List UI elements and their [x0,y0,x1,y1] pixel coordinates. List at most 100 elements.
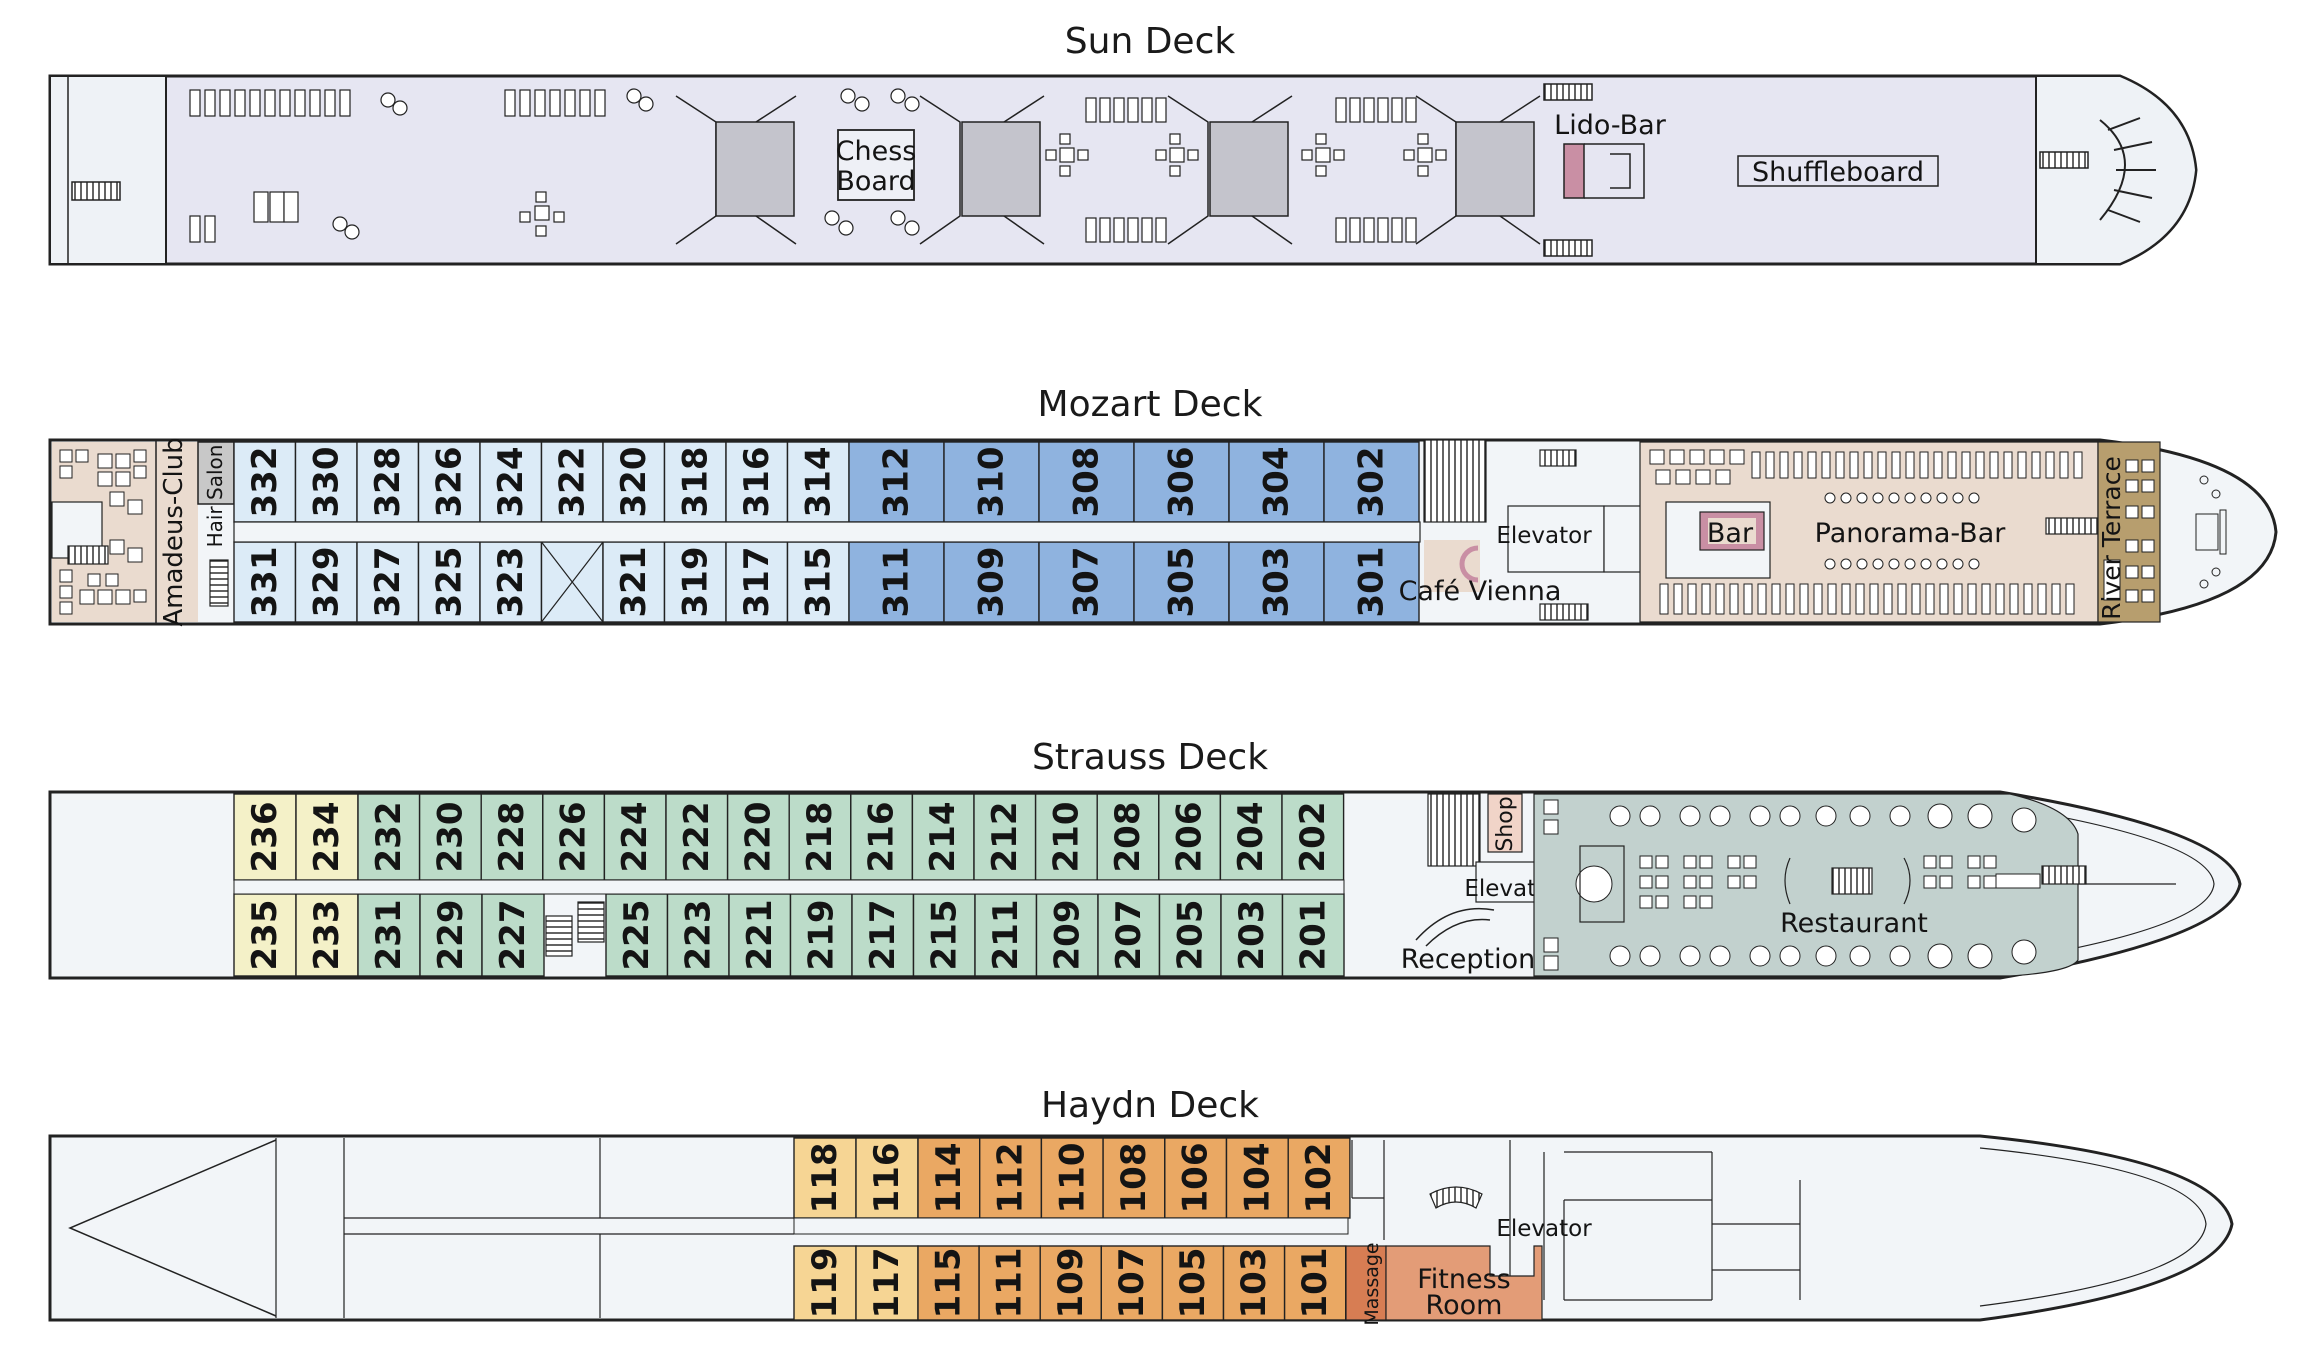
cabin-number-230: 230 [430,802,470,873]
haydn-deck-title: Haydn Deck [1040,1085,1260,1126]
restaurant-stairs [1831,867,1873,895]
cabin-110 [1040,1137,1104,1219]
cabin-106 [1164,1137,1228,1219]
cabin-number-329: 329 [306,547,346,618]
cafe-vienna-label: Café Vienna [1399,576,1562,607]
cabin-number-103: 103 [1234,1248,1274,1319]
strauss-bow-outline [1999,805,2215,963]
cabin-number-319: 319 [675,547,715,618]
cabin-number-235: 235 [245,900,285,971]
cabin-number-320: 320 [614,447,654,518]
cabin-number-221: 221 [740,900,780,971]
restaurant-buffet-curve [1784,857,1911,905]
river-terrace-tables [2103,459,2155,603]
cabin-number-231: 231 [369,900,409,971]
cabin-number-107: 107 [1112,1248,1152,1319]
cabin-105 [1161,1245,1225,1321]
cabin-number-324: 324 [491,447,531,518]
cabin-215 [912,893,976,977]
cabin-number-111: 111 [990,1248,1030,1319]
cabin-number-327: 327 [368,547,408,618]
cabin-number-205: 205 [1170,900,1210,971]
cabin-number-216: 216 [862,802,902,873]
cabin-number-305: 305 [1162,547,1202,618]
reception-label: Reception [1401,944,1535,975]
cabin-number-226: 226 [554,802,594,873]
mozart-stairs-fwd [1423,439,1487,523]
cabin-108 [1102,1137,1166,1219]
cabin-103 [1222,1245,1286,1321]
cabin-number-208: 208 [1108,802,1148,873]
strauss-deck-title: Strauss Deck [1031,737,1269,778]
cabin-void-cross [541,541,604,623]
cabin-326 [417,441,481,523]
cabin-216 [850,793,914,881]
panorama-bar-counter-inner [1708,518,1756,544]
cabin-311 [848,541,945,623]
cabin-116 [855,1137,919,1219]
panorama-bar-seating [1649,449,2083,615]
cabin-332 [233,441,297,523]
cabin-number-227: 227 [493,900,533,971]
cabin-234 [295,793,359,881]
bar-label: Bar [1707,518,1754,549]
cabin-number-332: 332 [245,447,285,518]
haydn-stern-outline [68,1139,277,1317]
cabin-320 [602,441,666,523]
mozart-corridor [233,521,1421,543]
shuffleboard-court [1737,155,1939,187]
cabin-331 [233,541,297,623]
lido-bar-label: Lido-Bar [1554,110,1667,141]
aft-stairs-mozart [209,559,229,607]
cabin-number-304: 304 [1257,447,1297,518]
cabin-number-310: 310 [972,447,1012,518]
cabin-number-212: 212 [985,802,1025,873]
cabin-number-325: 325 [429,547,469,618]
sun-deck: Chess Board Lido-Bar Shuffleboard [48,74,2198,266]
cabin-number-115: 115 [929,1248,969,1319]
cafe-vienna-counter [1459,545,1479,583]
cabin-205 [1158,893,1222,977]
cabin-number-322: 322 [552,447,592,518]
shade-canopy-2 [961,121,1041,217]
cabin-number-106: 106 [1176,1143,1216,1214]
cabin-number-236: 236 [245,802,285,873]
cabin-310 [943,441,1040,523]
cabin-number-225: 225 [617,900,657,971]
cabin-323 [479,541,543,623]
lido-bar-stairs-bottom [1543,239,1593,257]
cabin-number-112: 112 [991,1143,1031,1214]
reception-desk [1415,907,1495,947]
cabin-217 [851,893,915,977]
cabin-226 [542,793,606,881]
cabin-number-116: 116 [867,1143,907,1214]
cabin-107 [1100,1245,1164,1321]
cabin-number-218: 218 [800,802,840,873]
cabin-number-330: 330 [306,447,346,518]
shade-canopy-1 [715,121,795,217]
cabin-number-104: 104 [1237,1143,1277,1214]
cabin-number-108: 108 [1114,1143,1154,1214]
cabin-329 [294,541,358,623]
mozart-elevator-label: Elevator [1496,523,1592,549]
anchor-winch [2099,117,2156,223]
cabin-115 [917,1245,980,1321]
haydn-corridor [793,1217,1349,1235]
cabin-number-228: 228 [492,802,532,873]
cabin-number-217: 217 [863,900,903,971]
cabin-number-102: 102 [1299,1143,1339,1214]
cabin-number-321: 321 [614,547,654,618]
strauss-stairs-fwd [1427,793,1481,867]
cabin-number-323: 323 [491,547,531,618]
sun-deck-tables [253,133,1447,237]
shop-label: Shop [1493,796,1518,851]
massage-label: Massage [1361,1242,1383,1325]
river-terrace-label: River Terrace [2097,456,2126,620]
cabin-number-222: 222 [677,802,717,873]
cabin-number-105: 105 [1173,1248,1213,1319]
cabin-number-303: 303 [1257,547,1297,618]
